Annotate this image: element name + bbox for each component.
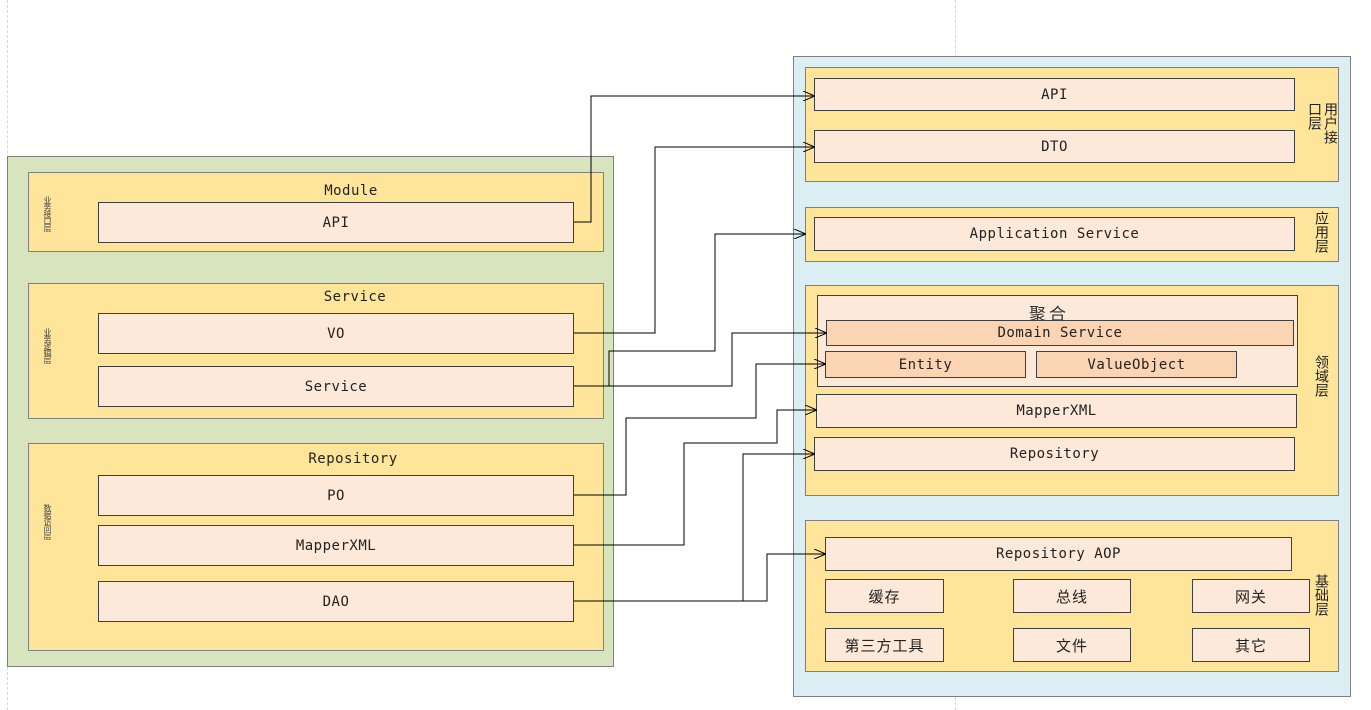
module-layer-side-label: 业务接口层	[43, 196, 52, 231]
value-object-box: ValueObject	[1036, 351, 1237, 378]
infra-bus-box: 总线	[1013, 579, 1131, 613]
repository-layer-title: Repository	[308, 451, 398, 467]
infra-third-party-box: 第三方工具	[825, 628, 944, 662]
service-vo-box: VO	[98, 313, 574, 354]
module-api-box: API	[98, 202, 574, 243]
repository-mapperxml-box: MapperXML	[98, 525, 574, 566]
infra-cache-box: 缓存	[825, 579, 944, 613]
repository-po-box: PO	[98, 475, 574, 516]
repository-aop-box: Repository AOP	[825, 537, 1292, 571]
domain-mapperxml-box: MapperXML	[816, 394, 1297, 428]
service-layer-title: Service	[323, 289, 387, 305]
application-service-box: Application Service	[814, 217, 1295, 251]
repository-layer-side-label: 数据访问层	[43, 504, 52, 539]
application-layer-label: 应用层	[1313, 211, 1329, 253]
infra-gateway-box: 网关	[1192, 579, 1310, 613]
service-layer-side-label: 业务逻辑层	[43, 328, 52, 363]
domain-repository-box: Repository	[814, 437, 1295, 471]
ui-api-box: API	[814, 78, 1295, 111]
user-interface-layer-label: 用户接口层	[1306, 102, 1338, 144]
infra-file-box: 文件	[1013, 628, 1131, 662]
ui-dto-box: DTO	[814, 130, 1295, 163]
repository-dao-box: DAO	[98, 581, 574, 622]
infrastructure-layer-label: 基础层	[1313, 574, 1329, 616]
service-service-box: Service	[98, 366, 574, 407]
domain-service-box: Domain Service	[826, 320, 1294, 346]
entity-box: Entity	[825, 351, 1026, 378]
infra-other-box: 其它	[1192, 628, 1310, 662]
module-layer-title: Module	[324, 183, 378, 199]
domain-layer-label: 领域层	[1313, 355, 1329, 397]
